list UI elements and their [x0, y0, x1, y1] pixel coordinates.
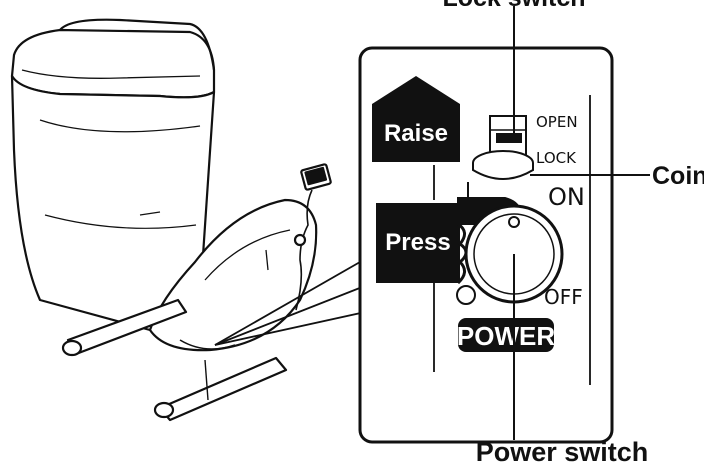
coin-icon	[472, 150, 534, 180]
press-label: Press	[385, 229, 450, 256]
open-label: OPEN	[536, 113, 578, 131]
indicator-lamp	[456, 285, 476, 305]
massage-chair-icon	[10, 18, 332, 422]
power-switch-label: Power switch	[476, 437, 649, 465]
on-label: ON	[548, 183, 585, 211]
raise-badge: Raise	[372, 76, 460, 162]
raise-label: Raise	[384, 120, 448, 147]
press-badge: Press	[376, 203, 460, 283]
power-label: POWER	[457, 321, 555, 351]
leader-lines	[513, 6, 650, 440]
power-plate: POWER	[457, 318, 555, 352]
off-label: OFF	[544, 285, 583, 309]
lock-label: LOCK	[536, 149, 577, 167]
coin-label: Coin	[652, 162, 704, 190]
lock-switch-label: Lock switch	[442, 0, 585, 12]
